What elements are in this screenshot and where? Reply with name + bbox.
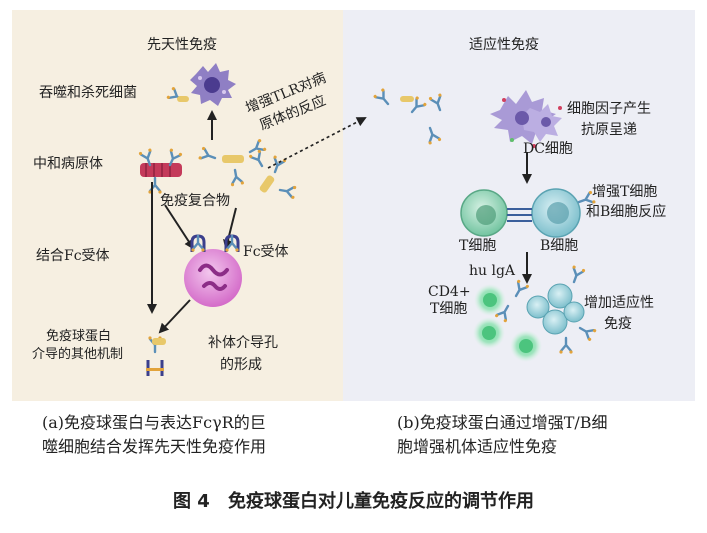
cd4-label-line2: T细胞	[430, 301, 468, 317]
complement-label-line2: 的形成	[220, 357, 262, 373]
figure-number: 图 4	[172, 491, 210, 512]
hu-iga-label: hu lgA	[469, 263, 516, 279]
enhance-label-line2: 和B细胞反应	[586, 204, 667, 220]
arrow-other-mechanism	[158, 299, 191, 334]
t-cell-label: T细胞	[459, 238, 497, 254]
cytokine-label-line2: 抗原呈递	[581, 122, 637, 138]
pathogen-icon	[140, 163, 182, 177]
figure-title: 免疫球蛋白对儿童免疫反应的调节作用	[228, 491, 535, 512]
cytokine-label-line1: 细胞因子产生	[567, 101, 651, 117]
immune-complex-icon	[196, 137, 298, 201]
fc-receptor-label: Fc受体	[243, 244, 289, 260]
caption-a-line2: 噬细胞结合发挥先天性免疫作用	[42, 437, 267, 456]
dc-cell-label: DC细胞	[523, 141, 573, 157]
phagocytosis-label: 吞噬和杀死细菌	[39, 85, 137, 101]
adaptive-label-line2: 免疫	[604, 316, 632, 332]
figure-caption: 图 4 免疫球蛋白对儿童免疫反应的调节作用	[0, 487, 707, 513]
adaptive-label-line1: 增加适应性	[584, 295, 654, 311]
incoming-antibodies-icon	[371, 86, 448, 147]
bacteria-icon	[177, 96, 189, 102]
enhance-label-line1: 增强T细胞	[592, 184, 658, 200]
innate-immunity-panel	[12, 10, 343, 401]
cd4-t-cell-icon	[473, 284, 542, 362]
b-cell-label: B细胞	[540, 238, 579, 254]
fc-binding-label: 结合Fc受体	[36, 248, 110, 264]
adaptive-immunity-title: 适应性免疫	[469, 37, 539, 53]
caption-b-line2: 胞增强机体适应性免疫	[397, 437, 558, 456]
macrophage-icon	[190, 63, 236, 106]
arrow-fc-to-neutrophil	[223, 207, 237, 250]
innate-immunity-title: 先天性免疫	[147, 37, 217, 53]
cd4-label-line1: CD4+	[428, 284, 471, 300]
fc-receptor-icon	[190, 234, 240, 253]
caption-b-line1: (b)免疫球蛋白通过增强T/B细	[397, 413, 608, 432]
tb-synapse-icon	[507, 208, 532, 222]
tlr-arrow	[267, 117, 367, 169]
arrow-complex-to-neutrophil	[164, 204, 195, 250]
b-cell-cluster-icon	[526, 263, 599, 355]
immune-complex-label: 免疫复合物	[160, 193, 230, 209]
neutrophil-icon	[184, 249, 242, 307]
other-mechanism-label-line1: 免疫球蛋白	[46, 329, 112, 344]
t-cell-icon	[460, 189, 508, 237]
neutralize-label: 中和病原体	[33, 156, 103, 172]
dc-cell-icon	[490, 90, 562, 148]
other-mechanism-label-line2: 介导的其他机制	[32, 347, 124, 362]
complement-label-line1: 补体介导孔	[208, 335, 278, 351]
igm-mechanism-icon	[146, 335, 166, 376]
b-cell-icon	[531, 188, 598, 238]
caption-a-line1: (a)免疫球蛋白与表达FcγR的巨	[42, 413, 266, 432]
